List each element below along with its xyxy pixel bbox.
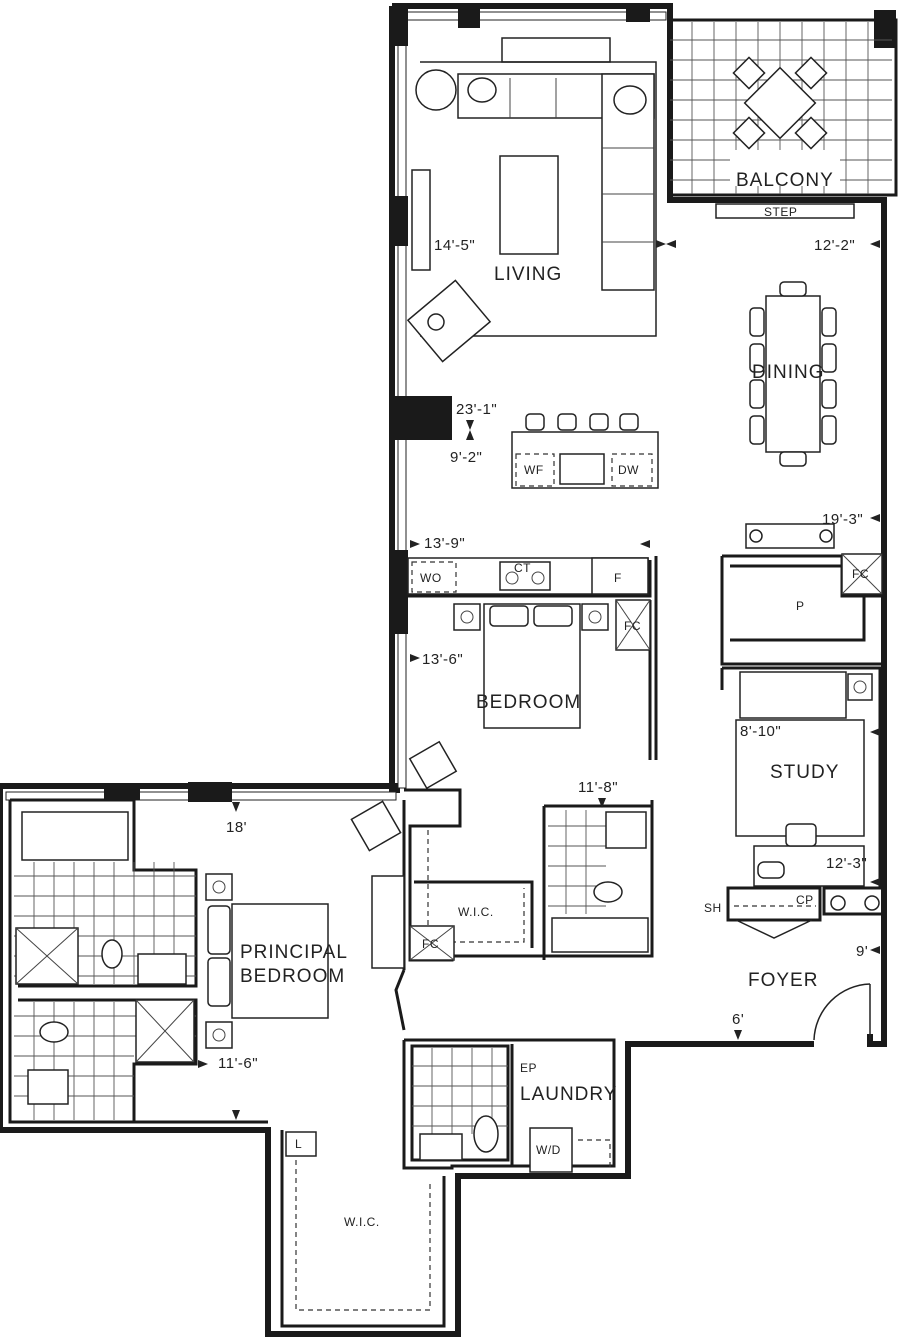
cushion-icon <box>613 85 647 115</box>
dining-label: DINING <box>752 362 825 383</box>
bed <box>231 903 329 1019</box>
nightstand <box>205 873 233 901</box>
balcony-table <box>732 56 828 150</box>
sofa-bed <box>739 671 847 719</box>
dim-dining-depth: 19'-3" <box>822 511 863 528</box>
dim-kitchen-width: 13'-9" <box>424 535 465 552</box>
powder-sink-icon <box>419 1133 463 1161</box>
ct-label: CT <box>514 561 531 575</box>
bathtub-icon <box>551 917 649 953</box>
foyer: SH CP FOYER <box>704 893 880 1041</box>
bedroom-bath <box>548 810 649 953</box>
laundry-label: LAUNDRY <box>520 1084 617 1105</box>
wic-bedroom-label: W.I.C. <box>458 905 494 919</box>
step-label: STEP <box>764 205 797 219</box>
principal-ensuite <box>14 811 196 1120</box>
dim-living-depth: 23'-1" <box>456 401 497 418</box>
sink-icon <box>559 453 605 485</box>
wd-label: W/D <box>536 1143 561 1157</box>
wo-label: WO <box>420 571 442 585</box>
laundry: EP LAUNDRY W/D <box>412 1048 617 1173</box>
fridge-icon <box>591 557 649 595</box>
fridge-label: F <box>614 571 622 585</box>
keyboard-icon <box>757 861 785 879</box>
fc-dining-label: FC <box>852 567 869 581</box>
fc-bedroom-label: FC <box>624 619 641 633</box>
cushion-icon <box>467 77 497 103</box>
vanity-sink-icon <box>137 953 187 985</box>
wic-principal-label: W.I.C. <box>344 1215 380 1229</box>
bedroom-wic: W.I.C. FC <box>409 830 525 961</box>
study-label: STUDY <box>770 762 839 783</box>
cooktop-icon <box>499 561 551 591</box>
dining-furniture: DINING <box>745 281 837 549</box>
wf-label: WF <box>524 463 544 477</box>
toilet-icon <box>473 1115 499 1153</box>
dim-foyer-depth: 9' <box>856 943 868 960</box>
chair <box>408 740 458 790</box>
chair <box>350 800 402 852</box>
toilet-icon <box>593 881 623 903</box>
coffee-table <box>499 155 559 255</box>
principal-bedroom: PRINCIPAL BEDROOM <box>205 800 405 1049</box>
fc-wic-label: FC <box>422 937 439 951</box>
principal-label-1: PRINCIPAL <box>240 942 348 963</box>
toilet-icon <box>39 1021 69 1043</box>
dim-study-depth: 12'-3" <box>826 855 867 872</box>
vanity-sink-icon <box>605 811 647 849</box>
dim-principal-depth: 18' <box>226 819 247 836</box>
balcony-area: BALCONY STEP <box>670 22 892 219</box>
lamp-icon <box>427 313 445 331</box>
nightstand <box>453 603 481 631</box>
closet-label: CP <box>796 893 814 907</box>
dim-bedroom-width: 13'-6" <box>422 651 463 668</box>
shelf-label: SH <box>704 901 722 915</box>
bedroom-furniture: FC BEDROOM <box>408 599 651 790</box>
dim-bath-width: 11'-8" <box>578 779 618 796</box>
pantry: FC P <box>796 553 883 613</box>
dim-foyer-width: 6' <box>732 1011 744 1028</box>
toilet-icon <box>101 939 123 969</box>
tv-console <box>501 37 611 63</box>
living-label: LIVING <box>494 264 562 285</box>
principal-label-2: BEDROOM <box>240 966 345 987</box>
tv-unit <box>411 169 431 271</box>
pantry-label: P <box>796 599 805 613</box>
dw-label: DW <box>618 463 639 477</box>
dim-study-width: 8'-10" <box>740 723 781 740</box>
dim-principal-width: 11'-6" <box>218 1055 258 1072</box>
bathtub-icon <box>21 811 129 861</box>
dimension-labels: 14'-5" 12'-2" 23'-1" 9'-2" 13'-9" 19'-3"… <box>218 237 868 1072</box>
dim-living-width: 14'-5" <box>434 237 475 254</box>
living-furniture: LIVING <box>406 37 657 363</box>
bedroom-label: BEDROOM <box>476 692 581 713</box>
balcony-label: BALCONY <box>736 170 834 191</box>
side-table-icon <box>415 69 457 111</box>
linen-label: L <box>295 1137 302 1151</box>
study-furniture: STUDY <box>735 671 873 887</box>
exterior-walls <box>0 3 898 1337</box>
dim-dining-width: 12'-2" <box>814 237 855 254</box>
washer-dryer-icon <box>529 1127 573 1173</box>
principal-wic: L W.I.C. <box>285 1131 380 1229</box>
ep-label: EP <box>520 1061 537 1075</box>
dresser <box>371 875 405 969</box>
nightstand <box>205 1021 233 1049</box>
armchair <box>406 279 492 363</box>
nightstand <box>581 603 609 631</box>
foyer-label: FOYER <box>748 970 818 991</box>
vanity-sink-icon <box>27 1069 69 1105</box>
dimension-arrows <box>198 240 880 1120</box>
desk-chair <box>785 823 817 847</box>
kitchen: WF DW WO CT F <box>407 413 659 595</box>
dim-kitchen-depth: 9'-2" <box>450 449 482 466</box>
